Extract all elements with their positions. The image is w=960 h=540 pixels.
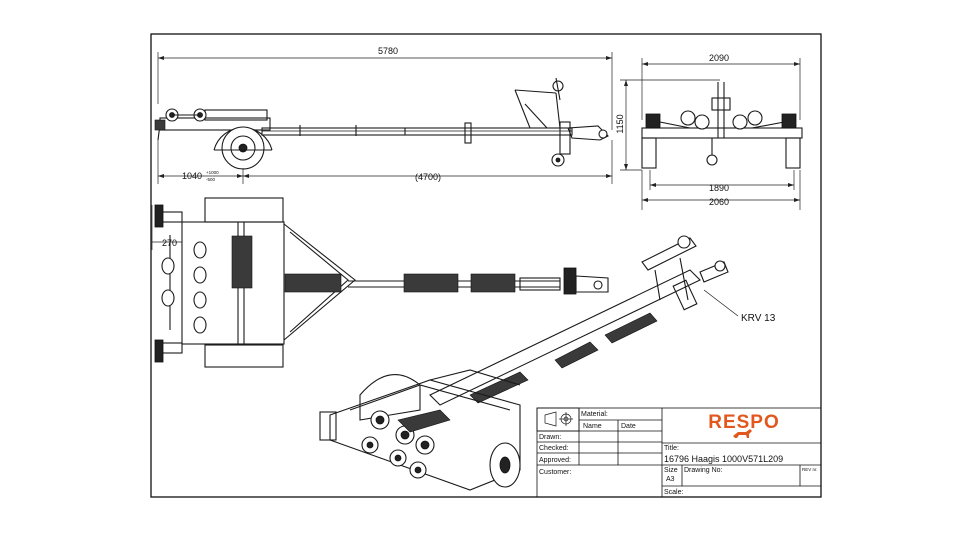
dim-drawbar-length: (4700): [415, 172, 441, 182]
title-block: Material: Name Date Drawn: Checked: Appr…: [536, 407, 822, 498]
dim-overall-length: 5780: [378, 46, 398, 56]
size-label: Size: [664, 467, 678, 474]
customer-label: Customer:: [539, 469, 571, 476]
brand-logo-text: RESPO: [708, 412, 780, 433]
name-header: Name: [583, 423, 602, 430]
material-label: Material:: [581, 411, 608, 418]
dim-track-inner: 1890: [709, 183, 729, 193]
dim-wheel-offset: 1040: [182, 171, 202, 181]
side-view: 5780: [154, 46, 613, 184]
projection-symbol-icon: [544, 411, 573, 427]
isometric-view: KRV 13: [319, 235, 776, 491]
rev-label: REV nr.: [802, 467, 818, 472]
title-value: 16796 Haagis 1000V571L209: [664, 454, 783, 464]
approved-label: Approved:: [539, 457, 571, 464]
callout-krv13: KRV 13: [741, 313, 776, 324]
drawn-label: Drawn:: [539, 434, 561, 441]
checked-label: Checked:: [539, 445, 569, 452]
dim-tolerance-bottom: -500: [206, 177, 216, 182]
date-header: Date: [621, 423, 636, 430]
horse-logo-icon: [733, 429, 752, 438]
scale-label: Scale:: [664, 489, 684, 496]
dim-tolerance-top: +1000: [206, 170, 219, 175]
drawing-no-label: Drawing No:: [684, 467, 723, 474]
top-view: 270: [151, 197, 609, 368]
sheet-border: [150, 33, 822, 498]
front-view: 2090 1150 1890 2060: [615, 53, 803, 210]
dim-overall-width: 2090: [709, 53, 729, 63]
dim-track-outer: 2060: [709, 197, 729, 207]
title-label: Title:: [664, 445, 679, 452]
size-value: A3: [666, 476, 675, 483]
dim-height: 1150: [615, 114, 625, 133]
